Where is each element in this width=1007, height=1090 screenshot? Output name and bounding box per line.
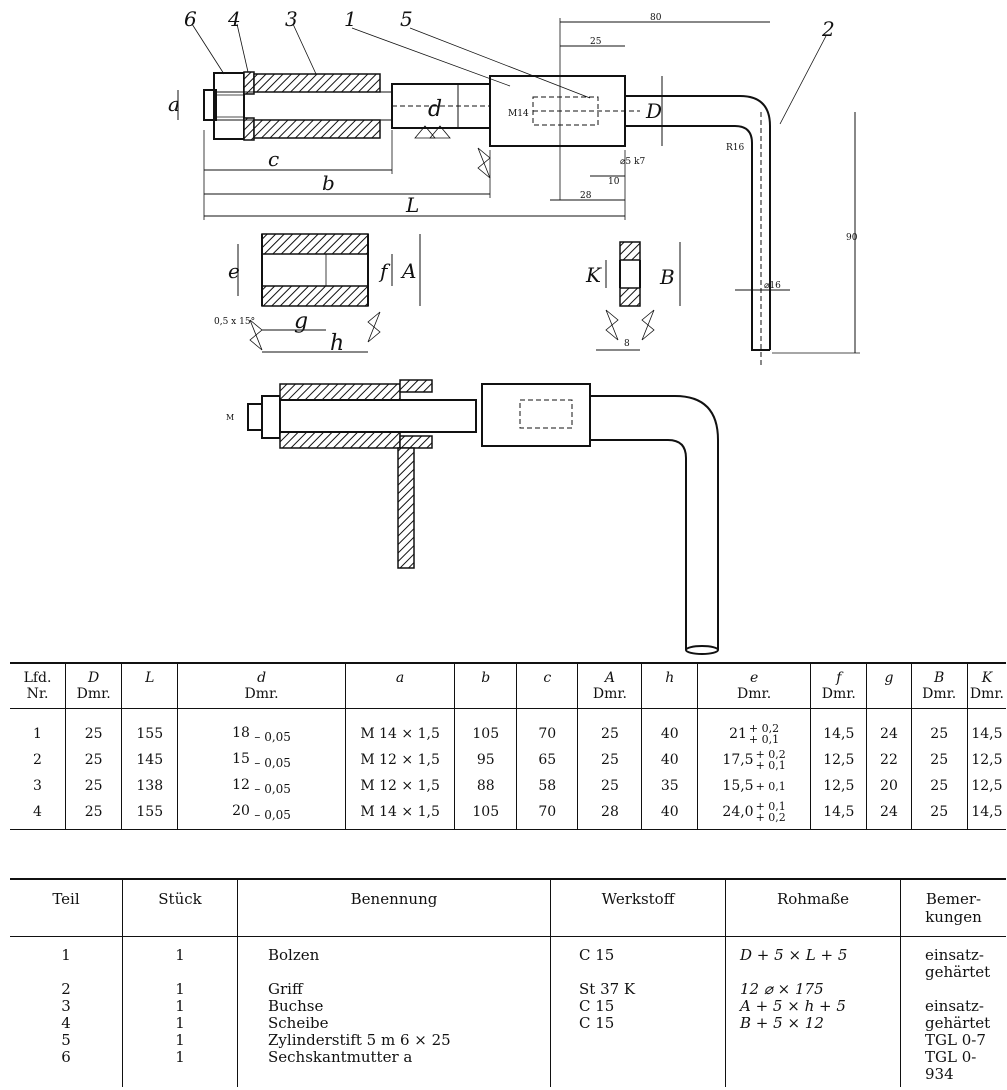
label-a: a — [168, 92, 180, 116]
col-werkstoff: Werkstoff — [550, 878, 726, 937]
bemerkungen-column: einsatz- gehärtet einsatz- gehärtet TGL … — [900, 936, 1006, 1087]
col-f: f — [836, 670, 842, 686]
callout-3: 3 — [285, 7, 298, 31]
label-h: h — [330, 331, 344, 356]
col-a: a — [395, 670, 405, 686]
col-benennung: Benennung — [237, 878, 551, 937]
table-row: 4 25 155 20 – 0,05 M 14 × 1,5 105 70 28 … — [10, 799, 1006, 830]
callout-1: 1 — [344, 7, 357, 31]
col-teil: Teil — [10, 878, 123, 937]
col-lfd: Lfd. — [23, 670, 52, 686]
col-A: A — [604, 670, 616, 686]
label-c: c — [268, 147, 279, 171]
assembly-view: 6 4 3 1 5 2 a d D c b L 80 25 M14 ⌀5 k7 … — [168, 7, 860, 368]
col-L: L — [145, 670, 155, 686]
dim-25: 25 — [590, 37, 602, 47]
label-B: B — [659, 265, 675, 289]
col-g: g — [884, 670, 894, 686]
dim-r16: R16 — [726, 143, 745, 153]
col-b: b — [481, 670, 491, 686]
callout-4: 4 — [227, 7, 241, 31]
label-g: g — [294, 309, 308, 334]
dim-80: 80 — [650, 13, 662, 23]
label-b: b — [322, 171, 335, 195]
stueck-column: 1 1 1 1 1 1 — [122, 936, 238, 1087]
label-d: d — [428, 97, 442, 122]
label-e: e — [228, 259, 240, 283]
dim-90: 90 — [846, 233, 858, 243]
label-f: f — [378, 259, 391, 283]
parts-table-header: Teil Stück Benennung Werkstoff Rohmaße B… — [10, 878, 1006, 937]
col-c: c — [543, 670, 552, 686]
dim-chamfer: 0,5 x 15° — [214, 317, 255, 327]
label-K: K — [585, 263, 602, 287]
col-d: d — [257, 670, 267, 686]
label-D: D — [645, 99, 662, 123]
teil-column: 1 2 3 4 5 6 — [61, 946, 71, 1066]
washer-detail: K B 8 — [585, 241, 681, 351]
dim-10: 10 — [608, 177, 620, 187]
col-e: e — [749, 670, 759, 686]
table-row: 1 25 155 18 – 0,05 M 14 × 1,5 105 70 25 … — [10, 708, 1006, 747]
dim-8: 8 — [624, 339, 630, 349]
callout-5: 5 — [400, 7, 413, 31]
installed-view: M — [226, 379, 719, 655]
table-row: 2 25 145 15 – 0,05 M 12 × 1,5 95 65 25 4… — [10, 747, 1006, 773]
dim-m14: M14 — [508, 109, 529, 119]
bush-detail: e f A g h 0,5 x 15° — [214, 233, 421, 356]
rohmasse-column: D + 5 × L + 5 12 ⌀ × 175 A + 5 × h + 5 B… — [725, 936, 901, 1087]
col-D: D — [88, 670, 100, 686]
werkstoff-column: C 15 St 37 K C 15 C 15 — [550, 936, 726, 1087]
parts-list-table: Teil Stück Benennung Werkstoff Rohmaße B… — [10, 878, 1006, 1087]
dim-marker: M — [226, 413, 234, 422]
col-rohmasse: Rohmaße — [725, 878, 901, 937]
dim-5k7: ⌀5 k7 — [620, 157, 645, 167]
parts-body: 1 2 3 4 5 6 1 1 1 1 1 1 Bolzen Griff Buc… — [10, 936, 1006, 1087]
dim-phi16: ⌀16 — [764, 281, 781, 291]
table-row: 3 25 138 12 – 0,05 M 12 × 1,5 88 58 25 3… — [10, 773, 1006, 799]
label-L: L — [405, 193, 419, 217]
callout-6: 6 — [184, 7, 197, 31]
col-B: B — [934, 670, 945, 686]
benennung-column: Bolzen Griff Buchse Scheibe Zylinderstif… — [237, 936, 551, 1087]
col-h: h — [665, 670, 675, 686]
col-stueck: Stück — [122, 878, 238, 937]
label-A: A — [400, 259, 416, 283]
col-bemerkungen: Bemer-kungen — [900, 878, 1006, 937]
technical-drawing: 6 4 3 1 5 2 a d D c b L 80 25 M14 ⌀5 k7 … — [168, 7, 860, 655]
callout-2: 2 — [821, 17, 835, 41]
col-K: K — [981, 670, 993, 686]
dim-28: 28 — [580, 191, 592, 201]
